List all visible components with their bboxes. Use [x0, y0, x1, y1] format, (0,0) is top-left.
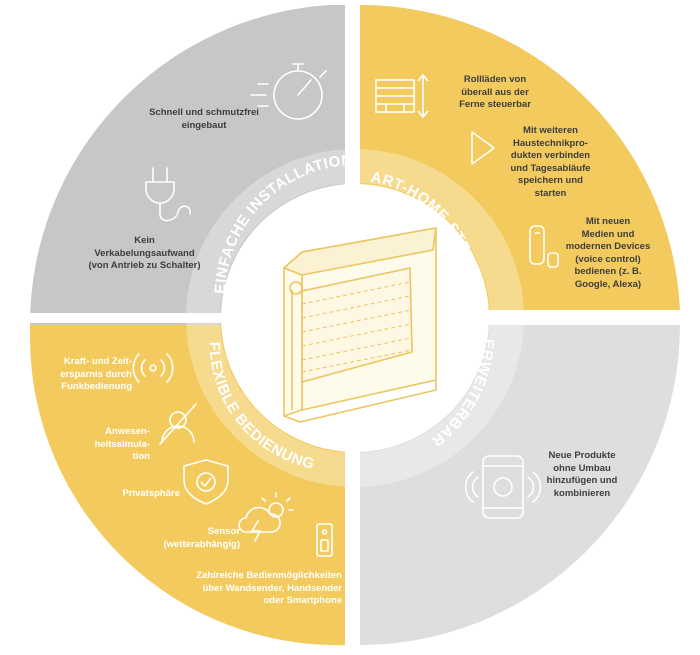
wall-switch-icon	[316, 523, 333, 557]
weather-sensor-icon	[238, 492, 294, 542]
inner-ring-band	[186, 149, 524, 487]
smart-speaker-icon	[529, 225, 559, 268]
flexible-item-privacy: Privatsphäre	[122, 488, 180, 499]
shield-check-icon	[183, 459, 229, 505]
installation-item-quick-install: Schnell und schmutzfrei eingebaut	[149, 107, 259, 131]
absent-person-icon	[159, 403, 197, 445]
smartphone-remote-icon	[464, 455, 542, 519]
plug-icon	[145, 167, 191, 222]
radio-signal-icon	[132, 353, 174, 383]
stopwatch-icon	[250, 63, 327, 120]
flexible-item-control-options: Zahlreiche Bedienmöglichkeiten über Wand…	[196, 570, 342, 606]
installation-item-no-wiring: Kein Verkabelungsaufwand (von Antrieb zu…	[88, 235, 201, 271]
smart-home-item-connect-devices: Mit weiteren Haustechnikpro- dukten verb…	[510, 125, 591, 199]
flexible-item-presence-simulation: Anwesen- heitssimula- tion	[94, 426, 150, 462]
smart-home-item-remote-control: Rollläden von überall aus der Ferne steu…	[459, 74, 531, 110]
flexible-item-radio-control: Kraft- und Zeit- ersparnis durch Funkbed…	[60, 356, 132, 392]
flexible-item-weather-sensor: Sensor (wetterabhängig)	[163, 526, 240, 550]
roller-shutter-icon	[283, 227, 437, 423]
smart-home-item-voice-control: Mit neuen Medien und modernen Devices (v…	[565, 216, 651, 290]
expandable-item-add-products: Neue Produkte ohne Umbau hinzufügen und …	[546, 450, 618, 499]
play-icon	[471, 131, 495, 165]
shutter-updown-icon	[375, 73, 429, 119]
